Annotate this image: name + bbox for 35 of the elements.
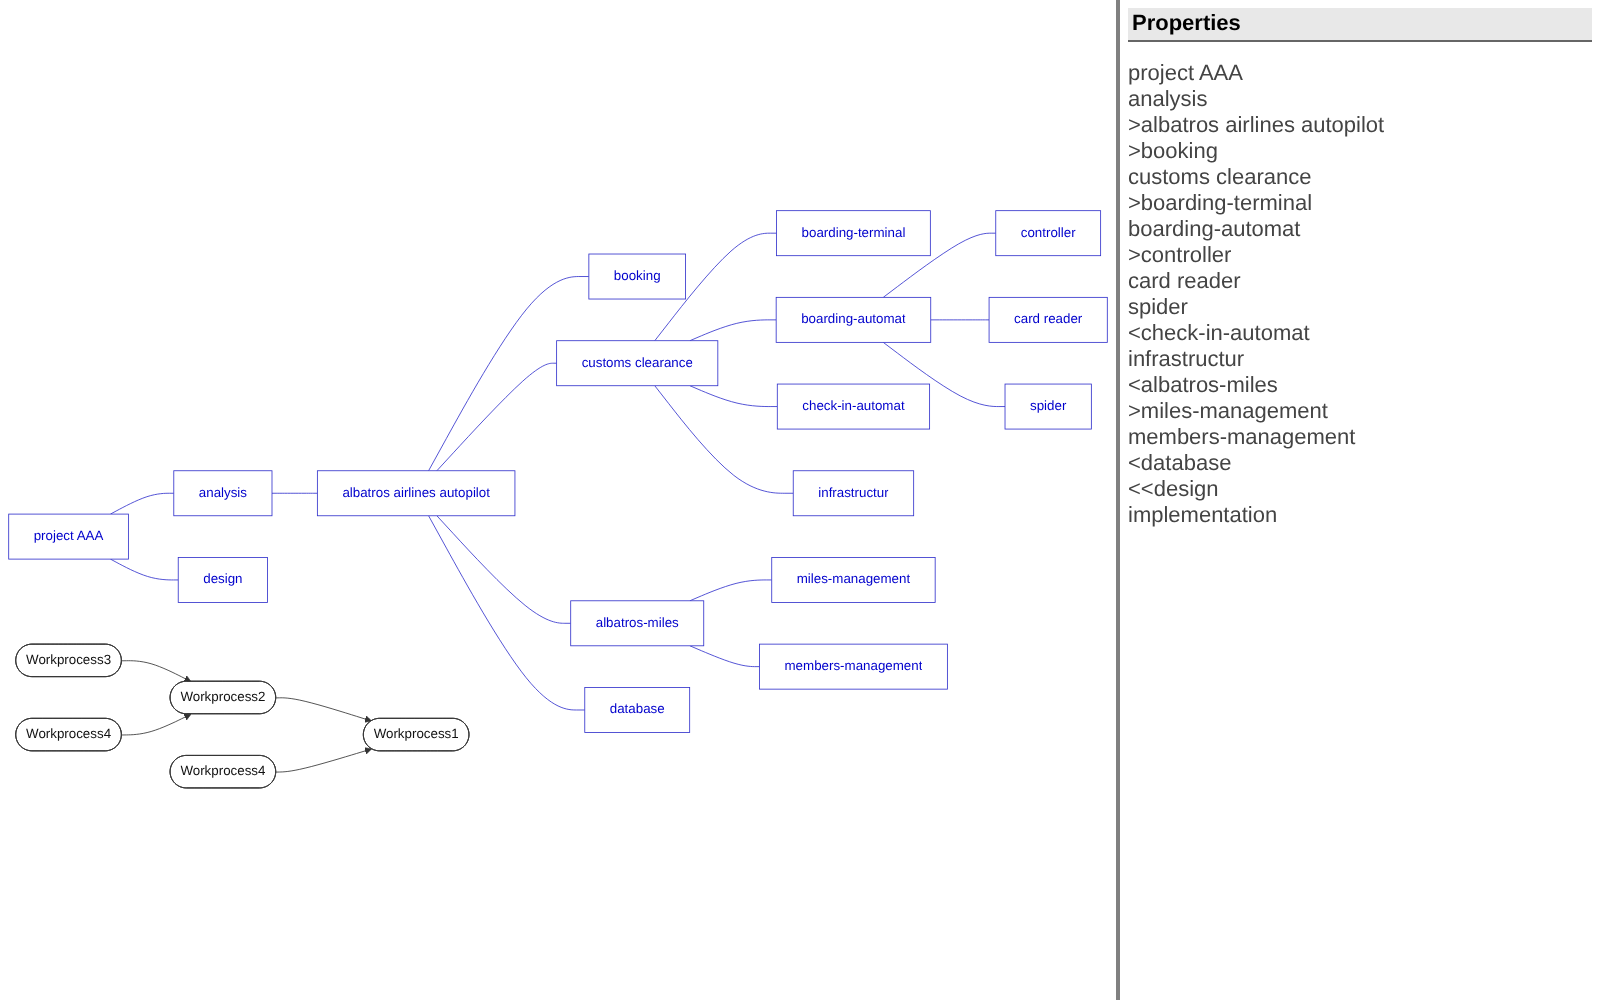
connector <box>428 516 586 712</box>
connector <box>689 646 760 668</box>
property-line: >controller <box>1128 244 1234 270</box>
property-line: <<design <box>1128 478 1221 504</box>
panel-heading: Properties <box>1128 8 1592 42</box>
property-line: >miles-management <box>1128 400 1330 426</box>
connector <box>689 580 773 602</box>
property-line: >boarding-terminal <box>1128 192 1315 218</box>
connector <box>110 493 175 516</box>
property-line: <database <box>1128 452 1234 478</box>
connector <box>428 276 590 472</box>
connector <box>689 386 778 408</box>
property-line: analysis <box>1128 88 1210 114</box>
property-line: customs clearance <box>1128 166 1314 192</box>
property-line: >booking <box>1128 140 1220 166</box>
connector <box>689 320 777 342</box>
connector <box>882 342 1006 408</box>
connector <box>882 233 997 299</box>
connector <box>271 493 318 495</box>
property-line: >albatros airlines autopilot <box>1128 114 1387 140</box>
property-line: members-management <box>1128 426 1358 452</box>
property-line: boarding-automat <box>1128 218 1303 244</box>
property-line: card reader <box>1128 270 1243 296</box>
connector <box>110 559 179 582</box>
property-line: <check-in-automat <box>1128 322 1312 348</box>
connector <box>436 363 558 472</box>
property-line: project AAA <box>1128 62 1245 88</box>
property-line: infrastructur <box>1128 348 1247 374</box>
property-line: <albatros-miles <box>1128 374 1280 400</box>
connector <box>654 233 777 342</box>
property-line: implementation <box>1128 504 1280 530</box>
connector <box>654 386 794 495</box>
connector <box>930 320 990 321</box>
connector <box>436 516 572 625</box>
property-line: spider <box>1128 296 1190 322</box>
